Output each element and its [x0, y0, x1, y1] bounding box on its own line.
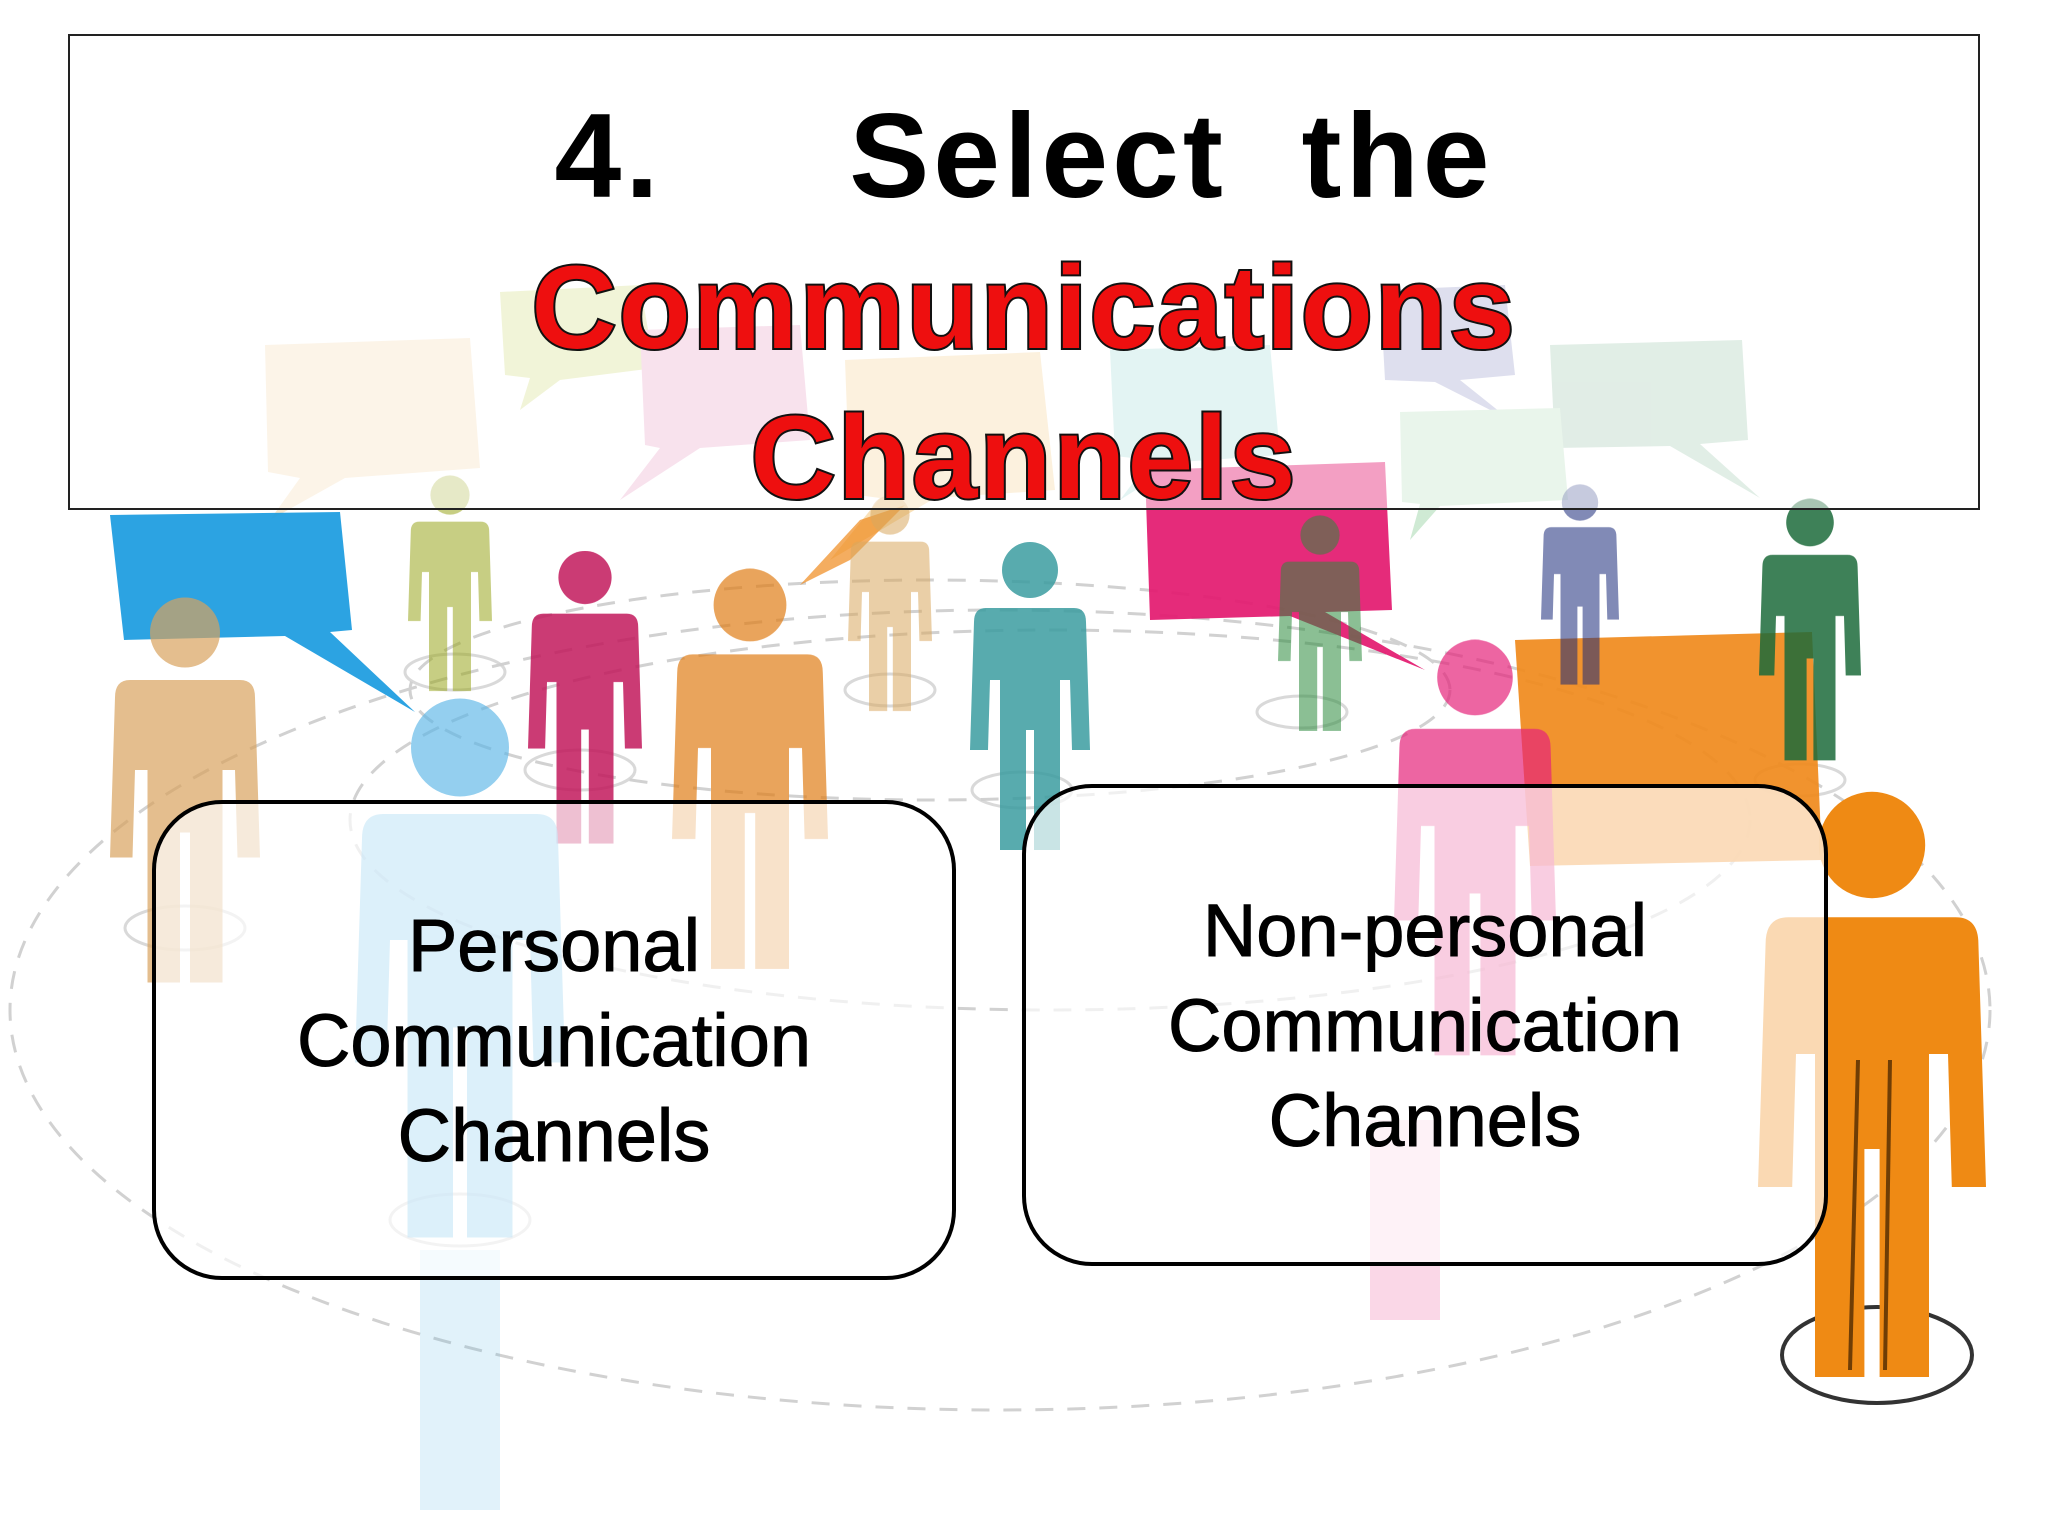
personal-channels-box: Personal Communication Channels: [152, 800, 956, 1280]
title-box: 4. Select the Communications Channels: [68, 34, 1980, 520]
non-personal-channels-line-1: Non-personal: [1202, 888, 1648, 972]
title-number-and-verb: 4. Select the: [554, 89, 1494, 223]
personal-channels-line-1: Personal: [407, 903, 701, 987]
non-personal-channels-label: Non-personal Communication Channels: [1167, 883, 1683, 1168]
personal-channels-line-2: Communication: [296, 998, 812, 1082]
personal-channels-line-3: Channels: [397, 1093, 711, 1177]
non-personal-channels-line-2: Communication: [1167, 983, 1683, 1067]
title-communications: Communications: [529, 242, 1517, 374]
non-personal-channels-line-3: Channels: [1268, 1078, 1582, 1162]
non-personal-channels-box: Non-personal Communication Channels: [1022, 784, 1828, 1266]
title-channels: Channels: [748, 392, 1298, 524]
personal-channels-label: Personal Communication Channels: [296, 898, 812, 1183]
